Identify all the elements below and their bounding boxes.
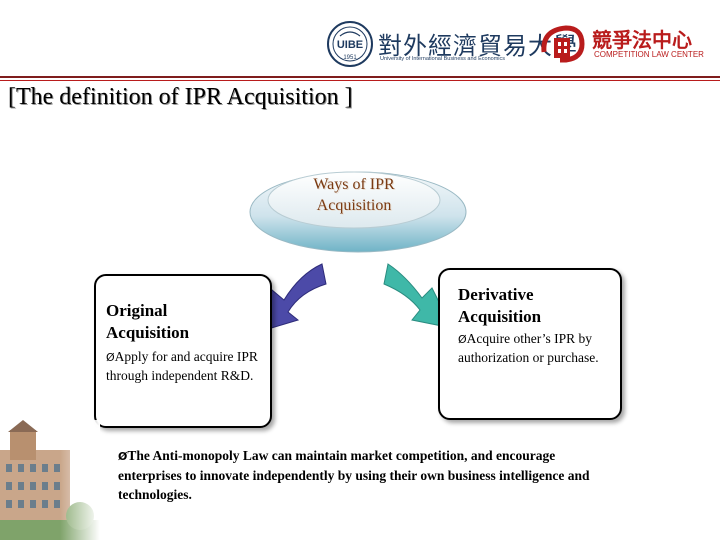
center-node-ellipse bbox=[249, 171, 467, 253]
left-branch-arrow-icon bbox=[257, 263, 327, 333]
original-acquisition-box: Original Acquisition ØApply for and acqu… bbox=[94, 274, 272, 428]
bullet-arrow-icon: Ø bbox=[106, 351, 115, 364]
derivative-title-line2: Acquisition bbox=[458, 307, 542, 326]
university-name-en: University of International Business and… bbox=[380, 56, 506, 62]
slide-title: [The definition of IPR Acquisition ] bbox=[8, 84, 353, 110]
header-rule bbox=[0, 76, 720, 78]
bullet-arrow-icon: Ø bbox=[118, 450, 128, 463]
derivative-acquisition-title: Derivative Acquisition bbox=[458, 284, 541, 328]
original-acquisition-title: Original Acquisition bbox=[106, 300, 189, 344]
campus-building-image bbox=[0, 420, 100, 540]
university-seal-icon: UIBE 1951 bbox=[327, 21, 373, 67]
derivative-acquisition-text: Acquire other’s IPR by authorization or … bbox=[458, 331, 599, 365]
derivative-acquisition-bullet: ØAcquire other’s IPR by authorization or… bbox=[458, 330, 618, 367]
center-name-en: COMPETITION LAW CENTER bbox=[594, 50, 704, 59]
anti-monopoly-note: ØThe Anti-monopoly Law can maintain mark… bbox=[118, 446, 618, 504]
derivative-acquisition-box: Derivative Acquisition ØAcquire other’s … bbox=[438, 268, 622, 420]
header-rule-thin bbox=[0, 80, 720, 81]
original-acquisition-text: Apply for and acquire IPR through indepe… bbox=[106, 349, 258, 383]
branch-arrows bbox=[257, 263, 453, 333]
anti-monopoly-note-text: The Anti-monopoly Law can maintain marke… bbox=[118, 448, 590, 502]
seal-abbr: UIBE bbox=[337, 39, 363, 51]
center-node-line2: Acquisition bbox=[316, 197, 392, 214]
derivative-title-line1: Derivative bbox=[458, 285, 534, 304]
original-title-line2: Acquisition bbox=[106, 323, 190, 342]
center-name-cn: 競爭法中心 bbox=[592, 28, 692, 52]
bullet-arrow-icon: Ø bbox=[458, 333, 467, 346]
seal-year: 1951 bbox=[343, 55, 357, 61]
university-name: 對外經濟貿易大學 University of International Bus… bbox=[378, 26, 577, 66]
center-node-line1: Ways of IPR bbox=[313, 176, 395, 193]
original-acquisition-bullet: ØApply for and acquire IPR through indep… bbox=[106, 348, 266, 385]
competition-law-center-logo-icon bbox=[541, 25, 585, 63]
original-title-line1: Original bbox=[106, 301, 168, 320]
center-node-label: Ways of IPR Acquisition bbox=[246, 174, 462, 216]
right-branch-arrow-icon bbox=[383, 263, 453, 329]
